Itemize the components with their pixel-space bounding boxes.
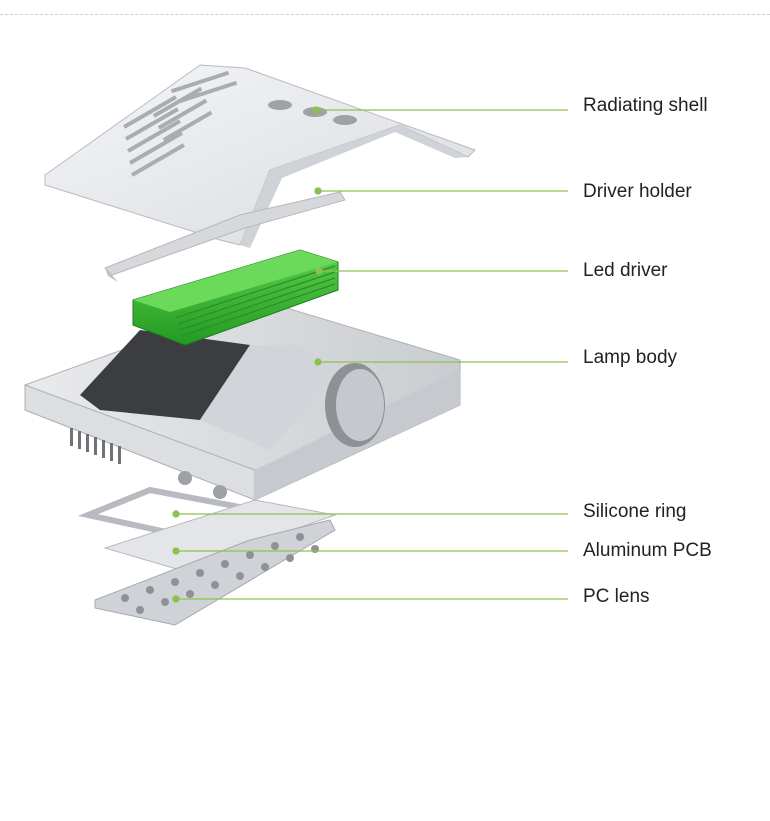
top-dashed-border — [0, 14, 770, 15]
label-driver-holder: Driver holder — [583, 181, 692, 202]
label-led-driver: Led driver — [583, 260, 668, 281]
lamp-body-part — [24, 299, 461, 501]
radiating-shell-part — [44, 64, 476, 248]
driver-holder-part — [104, 191, 346, 282]
label-lamp-body: Lamp body — [583, 347, 678, 368]
label-pc-lens: PC lens — [583, 586, 650, 607]
label-silicone-ring: Silicone ring — [583, 501, 687, 522]
pc-lens-part — [94, 519, 336, 626]
label-radiating-shell: Radiating shell — [583, 95, 708, 116]
led-driver-part — [132, 249, 339, 346]
aluminum-pcb-part — [103, 499, 337, 571]
label-aluminum-pcb: Aluminum PCB — [583, 540, 712, 561]
